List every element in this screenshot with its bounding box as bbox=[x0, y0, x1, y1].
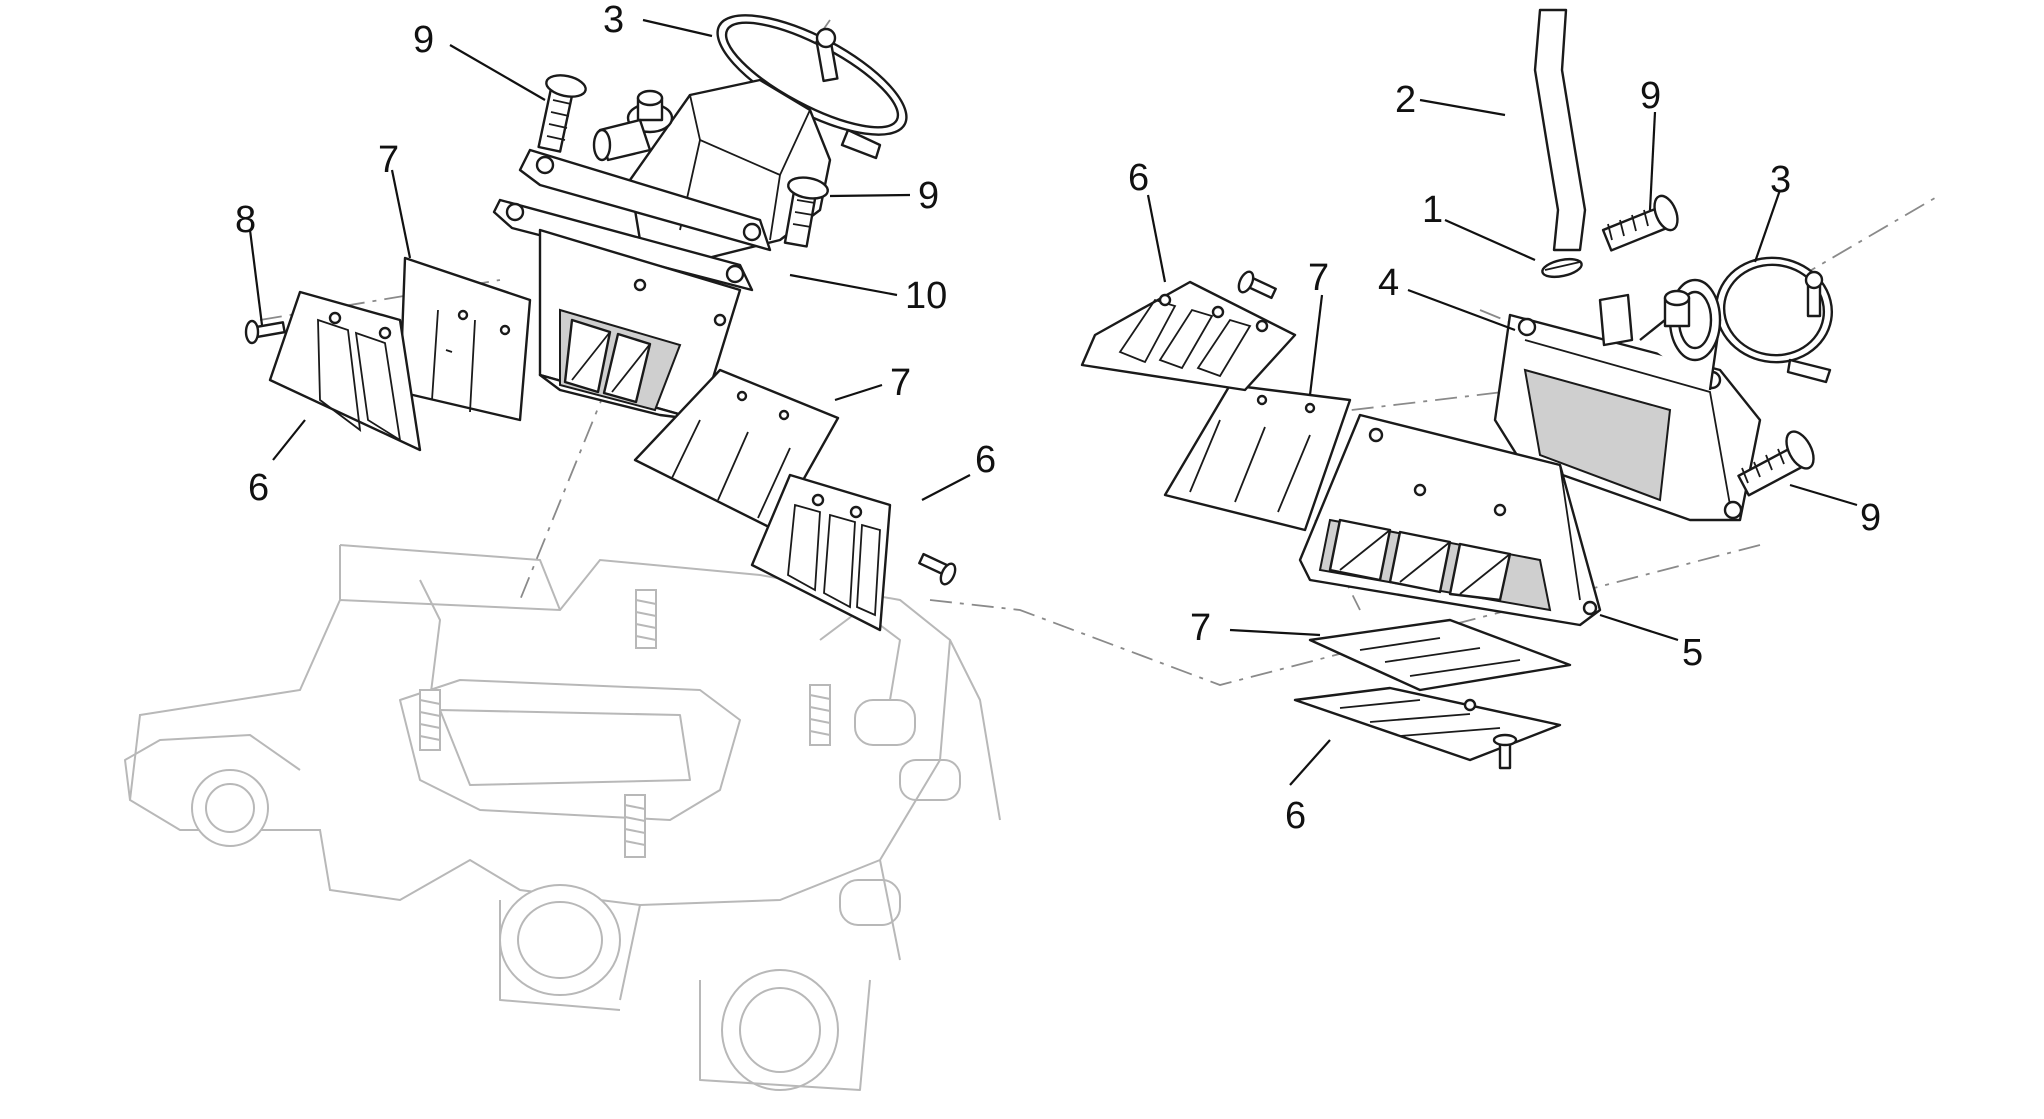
cylinder-stud bbox=[635, 589, 657, 649]
callout-6-left-right: 6 bbox=[975, 439, 996, 481]
callout-2-right: 2 bbox=[1395, 79, 1416, 121]
mounting-bolt bbox=[537, 74, 587, 153]
reed-stopper-plate bbox=[268, 290, 422, 452]
callout-9-left-top: 9 bbox=[413, 19, 434, 61]
callout-9-right-top: 9 bbox=[1640, 75, 1661, 117]
callout-1-right: 1 bbox=[1422, 189, 1443, 231]
reed-petal bbox=[1308, 618, 1572, 692]
reed-stopper-plate bbox=[1080, 280, 1297, 392]
callout-9-right-bottom: 9 bbox=[1860, 497, 1881, 539]
callout-6-left-bottom: 6 bbox=[248, 467, 269, 509]
reed-stopper-plate bbox=[1293, 686, 1562, 762]
cylinder-stud bbox=[419, 689, 441, 751]
cylinder-stud bbox=[624, 794, 646, 858]
callout-9-left-right: 9 bbox=[918, 175, 939, 217]
reed-screw bbox=[1492, 733, 1518, 770]
callout-7-right-bottom: 7 bbox=[1190, 607, 1211, 649]
mounting-bolt bbox=[783, 176, 829, 248]
callout-3-right: 3 bbox=[1770, 159, 1791, 201]
callout-7-right-top: 7 bbox=[1308, 257, 1329, 299]
mounting-bolt bbox=[1737, 430, 1815, 497]
breather-hose bbox=[1533, 8, 1587, 252]
callout-3-left: 3 bbox=[603, 0, 624, 41]
reed-stopper-plate bbox=[750, 473, 892, 632]
mounting-bolt bbox=[1601, 194, 1679, 252]
engine-crankcase-ghost bbox=[124, 544, 1001, 1091]
hose-clamp bbox=[716, 14, 908, 160]
cylinder-stud bbox=[809, 684, 831, 746]
reed-screw bbox=[244, 319, 286, 345]
reed-petal bbox=[398, 256, 532, 422]
callout-5-right: 5 bbox=[1682, 632, 1703, 674]
callout-10-left: 10 bbox=[905, 275, 947, 317]
leader-lines bbox=[248, 18, 1858, 786]
callout-labels: 3 9 9 7 8 10 6 7 6 2 9 3 6 1 7 4 9 7 5 6 bbox=[235, 0, 1881, 837]
reed-screw bbox=[1237, 270, 1277, 300]
callout-4-right: 4 bbox=[1378, 262, 1399, 304]
callout-7-left-top: 7 bbox=[378, 139, 399, 181]
hose-clamp bbox=[1714, 256, 1834, 384]
reed-screw bbox=[918, 552, 957, 586]
callout-6-right-bottom: 6 bbox=[1285, 795, 1306, 837]
callout-6-right-top: 6 bbox=[1128, 157, 1149, 199]
callout-8-left: 8 bbox=[235, 199, 256, 241]
reed-valve-block bbox=[1298, 413, 1602, 627]
callout-7-left-right: 7 bbox=[890, 362, 911, 404]
hose-clip bbox=[1541, 257, 1583, 279]
manifold-flange bbox=[492, 148, 772, 292]
